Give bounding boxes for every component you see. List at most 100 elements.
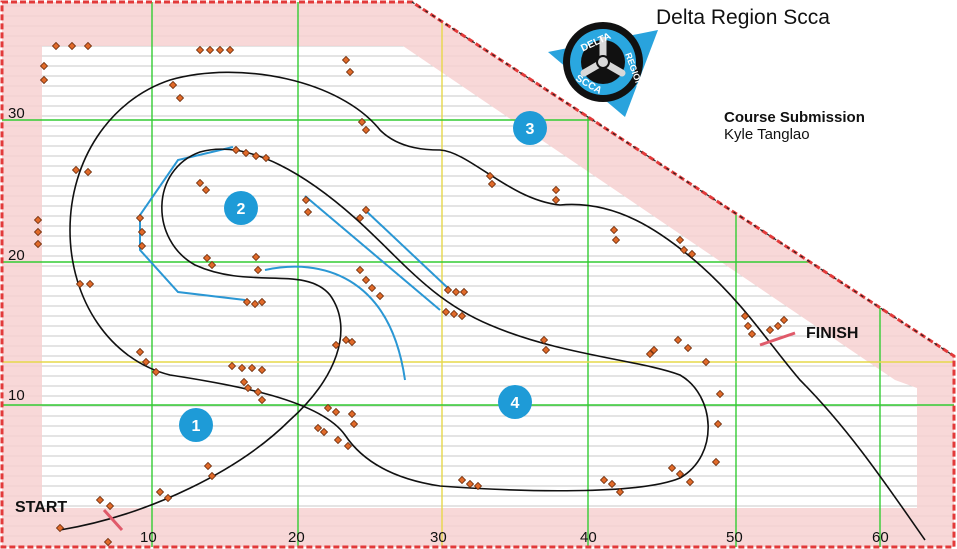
cone	[85, 279, 95, 289]
cone	[225, 45, 235, 55]
cone	[239, 377, 249, 387]
cone	[779, 315, 789, 325]
cone	[241, 148, 251, 158]
cone	[95, 495, 105, 505]
cone	[441, 307, 451, 317]
cone	[135, 347, 145, 357]
cone	[685, 477, 695, 487]
section-number: 1	[192, 418, 201, 435]
cone	[345, 67, 355, 77]
cone	[679, 245, 689, 255]
cone	[649, 345, 659, 355]
y-tick-label: 30	[8, 105, 25, 122]
cone	[243, 383, 253, 393]
cone	[465, 479, 475, 489]
y-tick-label: 20	[8, 247, 25, 264]
start-line	[102, 508, 124, 532]
cone	[257, 395, 267, 405]
finish-line	[759, 331, 796, 347]
page-title: Delta Region Scca	[656, 6, 830, 29]
cone	[645, 349, 655, 359]
course-outer-loop	[59, 71, 926, 541]
x-axis-labels: 10 20 30 40 50 60	[140, 529, 889, 546]
cone	[347, 337, 357, 347]
cone	[473, 481, 483, 491]
cone	[75, 279, 85, 289]
cone	[341, 335, 351, 345]
cone	[683, 343, 693, 353]
cone	[247, 363, 257, 373]
cone	[301, 195, 311, 205]
cone	[687, 249, 697, 259]
cone	[711, 457, 721, 467]
cone	[151, 367, 161, 377]
section-markers: 1 2 3 4	[179, 111, 547, 442]
cone	[599, 475, 609, 485]
cone	[203, 461, 213, 471]
cone	[457, 475, 467, 485]
x-tick-label: 10	[140, 529, 157, 546]
cone	[83, 41, 93, 51]
page-subtitle: Course Submission	[724, 109, 865, 126]
cone	[541, 345, 551, 355]
cone	[33, 215, 43, 225]
cone	[611, 235, 621, 245]
cone	[137, 241, 147, 251]
cone	[765, 325, 775, 335]
cone	[105, 501, 115, 511]
cone	[175, 93, 185, 103]
y-axis-labels: 30 20 10	[8, 105, 25, 404]
section-marker-4: 4	[498, 385, 532, 419]
cone	[551, 195, 561, 205]
gate-line	[304, 195, 441, 311]
cone	[551, 185, 561, 195]
gate-line	[364, 209, 451, 291]
cone	[103, 537, 113, 547]
cone	[313, 423, 323, 433]
section-marker-1: 1	[179, 408, 213, 442]
cone	[141, 357, 151, 367]
x-tick-label: 40	[580, 529, 597, 546]
cone	[673, 335, 683, 345]
cone	[333, 435, 343, 445]
x-tick-label: 50	[726, 529, 743, 546]
cone	[615, 487, 625, 497]
cone	[607, 479, 617, 489]
cone	[202, 253, 212, 263]
cone	[201, 185, 211, 195]
x-tick-label: 20	[288, 529, 305, 546]
cone	[773, 321, 783, 331]
cone	[71, 165, 81, 175]
start-label: START	[15, 499, 67, 516]
cone	[237, 363, 247, 373]
cone	[39, 75, 49, 85]
section-marker-2: 2	[224, 191, 258, 225]
author-name: Kyle Tanglao	[724, 126, 810, 143]
cone	[257, 297, 267, 307]
x-tick-label: 30	[430, 529, 447, 546]
cone	[135, 213, 145, 223]
cone	[39, 61, 49, 71]
cone	[55, 523, 65, 533]
cone	[155, 487, 165, 497]
cone	[457, 311, 467, 321]
cone	[253, 265, 263, 275]
cone	[747, 329, 757, 339]
cone	[227, 361, 237, 371]
cone	[667, 463, 677, 473]
cone	[168, 80, 178, 90]
cone	[459, 287, 469, 297]
cone	[361, 205, 371, 215]
cone	[51, 41, 61, 51]
cone	[715, 389, 725, 399]
cone	[347, 409, 357, 419]
cone	[357, 117, 367, 127]
course-line	[59, 71, 926, 541]
section-number: 4	[511, 395, 520, 412]
cone	[451, 287, 461, 297]
cone	[251, 151, 261, 161]
cone	[740, 311, 750, 321]
